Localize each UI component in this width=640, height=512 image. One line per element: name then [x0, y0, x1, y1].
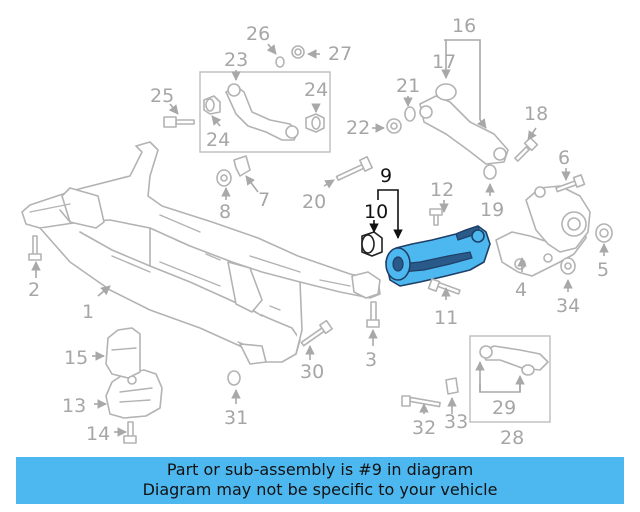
- parts-diagram: 1 2 3 4 5 6 7 8 9 10 11 12 13 14 15 16 1…: [21, 15, 613, 449]
- banner-line-1: Part or sub-assembly is #9 in diagram: [166, 460, 474, 479]
- callout-7: 7: [258, 189, 270, 211]
- callout-9: 9: [380, 165, 392, 187]
- bolt-6: [555, 174, 586, 193]
- callout-31: 31: [224, 407, 248, 429]
- callout-33: 33: [444, 411, 468, 433]
- callout-18: 18: [524, 103, 548, 125]
- callout-16: 16: [452, 15, 476, 37]
- upper-arm-16: [419, 83, 509, 165]
- bolt-20: [335, 156, 373, 181]
- bolt-2: [28, 235, 42, 261]
- leader-lines: [31, 39, 609, 437]
- callout-8: 8: [219, 201, 231, 223]
- control-arm-9: [385, 225, 491, 287]
- bushing-24-left: [203, 95, 221, 115]
- callout-24-right: 24: [304, 79, 328, 101]
- callout-28: 28: [500, 427, 524, 449]
- banner-line-2: Diagram may not be specific to your vehi…: [142, 480, 498, 499]
- bracket-33: [445, 377, 459, 395]
- mount-15: [105, 327, 141, 379]
- callout-12: 12: [430, 179, 454, 201]
- bolt-25: [163, 116, 195, 128]
- leader-lines-highlight: [369, 189, 403, 239]
- callout-24-left: 24: [206, 129, 230, 151]
- callout-11: 11: [434, 307, 458, 329]
- bolt-32: [401, 395, 441, 408]
- bolt-14: [123, 421, 137, 444]
- callout-25: 25: [150, 85, 174, 107]
- washer-21: [404, 106, 416, 122]
- link-29: [479, 345, 549, 376]
- callout-14: 14: [86, 423, 110, 445]
- callout-19: 19: [480, 199, 504, 221]
- nut-22: [386, 118, 402, 134]
- callout-17: 17: [432, 51, 456, 73]
- callout-4: 4: [515, 279, 527, 301]
- callout-23: 23: [224, 49, 248, 71]
- callout-2: 2: [28, 279, 40, 301]
- nut-19: [483, 164, 497, 180]
- callout-13: 13: [62, 395, 86, 417]
- callout-29: 29: [492, 397, 516, 419]
- callout-21: 21: [396, 75, 420, 97]
- bushing-24-right: [305, 113, 325, 133]
- bolt-12: [429, 208, 443, 226]
- callout-3: 3: [365, 349, 377, 371]
- callout-34: 34: [556, 295, 580, 317]
- bushing-5: [595, 223, 613, 243]
- bolt-30: [300, 319, 333, 347]
- arm-23: [225, 83, 299, 141]
- callout-5: 5: [597, 259, 609, 281]
- washer-26: [275, 56, 285, 68]
- bolt-11: [427, 278, 461, 295]
- callout-27: 27: [328, 43, 352, 65]
- knuckle-4: [495, 185, 591, 277]
- nut-27: [291, 45, 305, 59]
- callout-20: 20: [302, 191, 326, 213]
- group-box-28: [469, 335, 551, 423]
- callout-labels: 1 2 3 4 5 6 7 8 9 10 11 12 13 14 15 16 1…: [28, 15, 609, 449]
- nut-34: [560, 257, 576, 275]
- bolt-18: [514, 136, 539, 162]
- callout-15: 15: [64, 347, 88, 369]
- callout-1: 1: [82, 301, 94, 323]
- bolt-3: [366, 301, 380, 328]
- bushing-10: [361, 231, 383, 257]
- group-box-23: [199, 71, 331, 153]
- mount-13: [105, 369, 163, 419]
- subframe: [21, 141, 381, 365]
- callout-32: 32: [412, 417, 436, 439]
- callout-10: 10: [364, 201, 388, 223]
- bracket-7: [233, 155, 251, 177]
- nut-31: [227, 370, 241, 386]
- callout-6: 6: [558, 147, 570, 169]
- info-banner: Part or sub-assembly is #9 in diagram Di…: [16, 457, 624, 504]
- callout-22: 22: [346, 117, 370, 139]
- callout-30: 30: [300, 361, 324, 383]
- callout-26: 26: [246, 23, 270, 45]
- nut-8: [216, 169, 232, 187]
